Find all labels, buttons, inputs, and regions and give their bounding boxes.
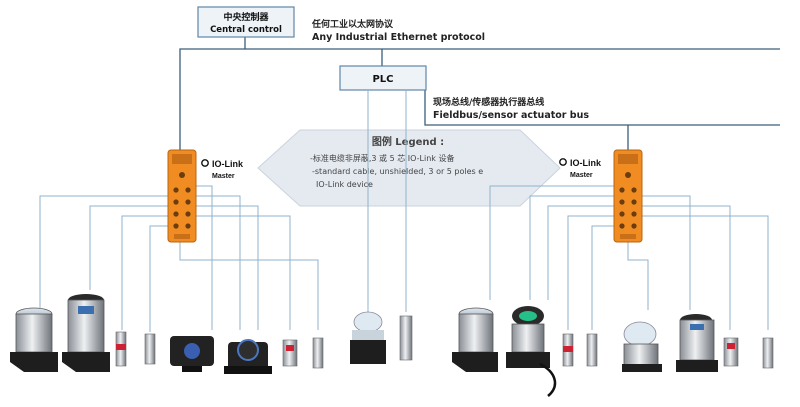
io-link-master-label-left: Master — [212, 173, 235, 180]
central-control-title-en: Central control — [210, 25, 282, 35]
io-link-logo-icon — [201, 159, 209, 167]
inductive-sensor-device — [399, 315, 413, 361]
display-valve-sensor-device — [676, 314, 718, 372]
plc-label: PLC — [372, 74, 393, 85]
cylindrical-sensor-device — [562, 333, 574, 367]
valve-sensor-device — [452, 307, 498, 372]
ethernet-label-cn: 任何工业以太网协议 — [311, 18, 394, 30]
io-link-master-left — [167, 149, 197, 243]
io-link-master-right — [613, 149, 643, 243]
clear-dome-valve-sensor-device — [350, 311, 386, 364]
black-dial-box-device — [224, 339, 272, 374]
io-link-logo-right: IO-Link Master — [559, 158, 602, 179]
fieldbus-label-en: Fieldbus/sensor actuator bus — [433, 110, 589, 121]
display-valve-sensor-device — [62, 294, 110, 372]
bus-lines — [179, 37, 780, 150]
plc-box: PLC — [339, 65, 427, 91]
io-link-master-label-right: Master — [570, 172, 593, 179]
io-link-logo-left: IO-Link Master — [201, 159, 244, 180]
valve-sensor-device — [10, 307, 58, 372]
black-valve-box-device — [170, 336, 214, 372]
legend-line-en-2: IO-Link device — [316, 180, 373, 189]
cylindrical-sensor-device — [762, 337, 774, 369]
clear-dome-valve-sensor-device — [622, 321, 662, 372]
legend-line-cn: -标准电缆非屏蔽,3 或 5 芯 IO-Link 设备 — [310, 153, 454, 163]
io-link-brand-left: IO-Link — [212, 159, 244, 169]
cylindrical-sensor-device — [312, 337, 324, 369]
legend-line-en: -standard cable, unshielded, 3 or 5 pole… — [312, 167, 483, 176]
cylindrical-sensor-device — [144, 333, 156, 365]
green-led-valve-sensor-device — [506, 306, 557, 397]
ethernet-left-drop — [179, 48, 245, 150]
sensor-cables — [39, 90, 769, 332]
central-control-box: 中央控制器 Central control — [197, 6, 295, 38]
cylindrical-sensor-device — [115, 331, 127, 367]
io-link-brand-right: IO-Link — [570, 158, 602, 168]
cylindrical-sensor-device — [586, 333, 598, 367]
fieldbus-line — [424, 90, 780, 126]
fieldbus-label-cn: 现场总线/传感器执行器总线 — [433, 96, 544, 108]
legend-panel: 图例 Legend : -标准电缆非屏蔽,3 或 5 芯 IO-Link 设备 … — [257, 129, 561, 207]
display-sensor-device — [723, 337, 739, 367]
legend-title: 图例 Legend : — [372, 135, 444, 148]
central-control-title-cn: 中央控制器 — [223, 11, 269, 23]
io-link-logo-icon — [559, 158, 567, 166]
ethernet-label-en: Any Industrial Ethernet protocol — [312, 32, 485, 43]
display-sensor-device — [282, 339, 298, 367]
